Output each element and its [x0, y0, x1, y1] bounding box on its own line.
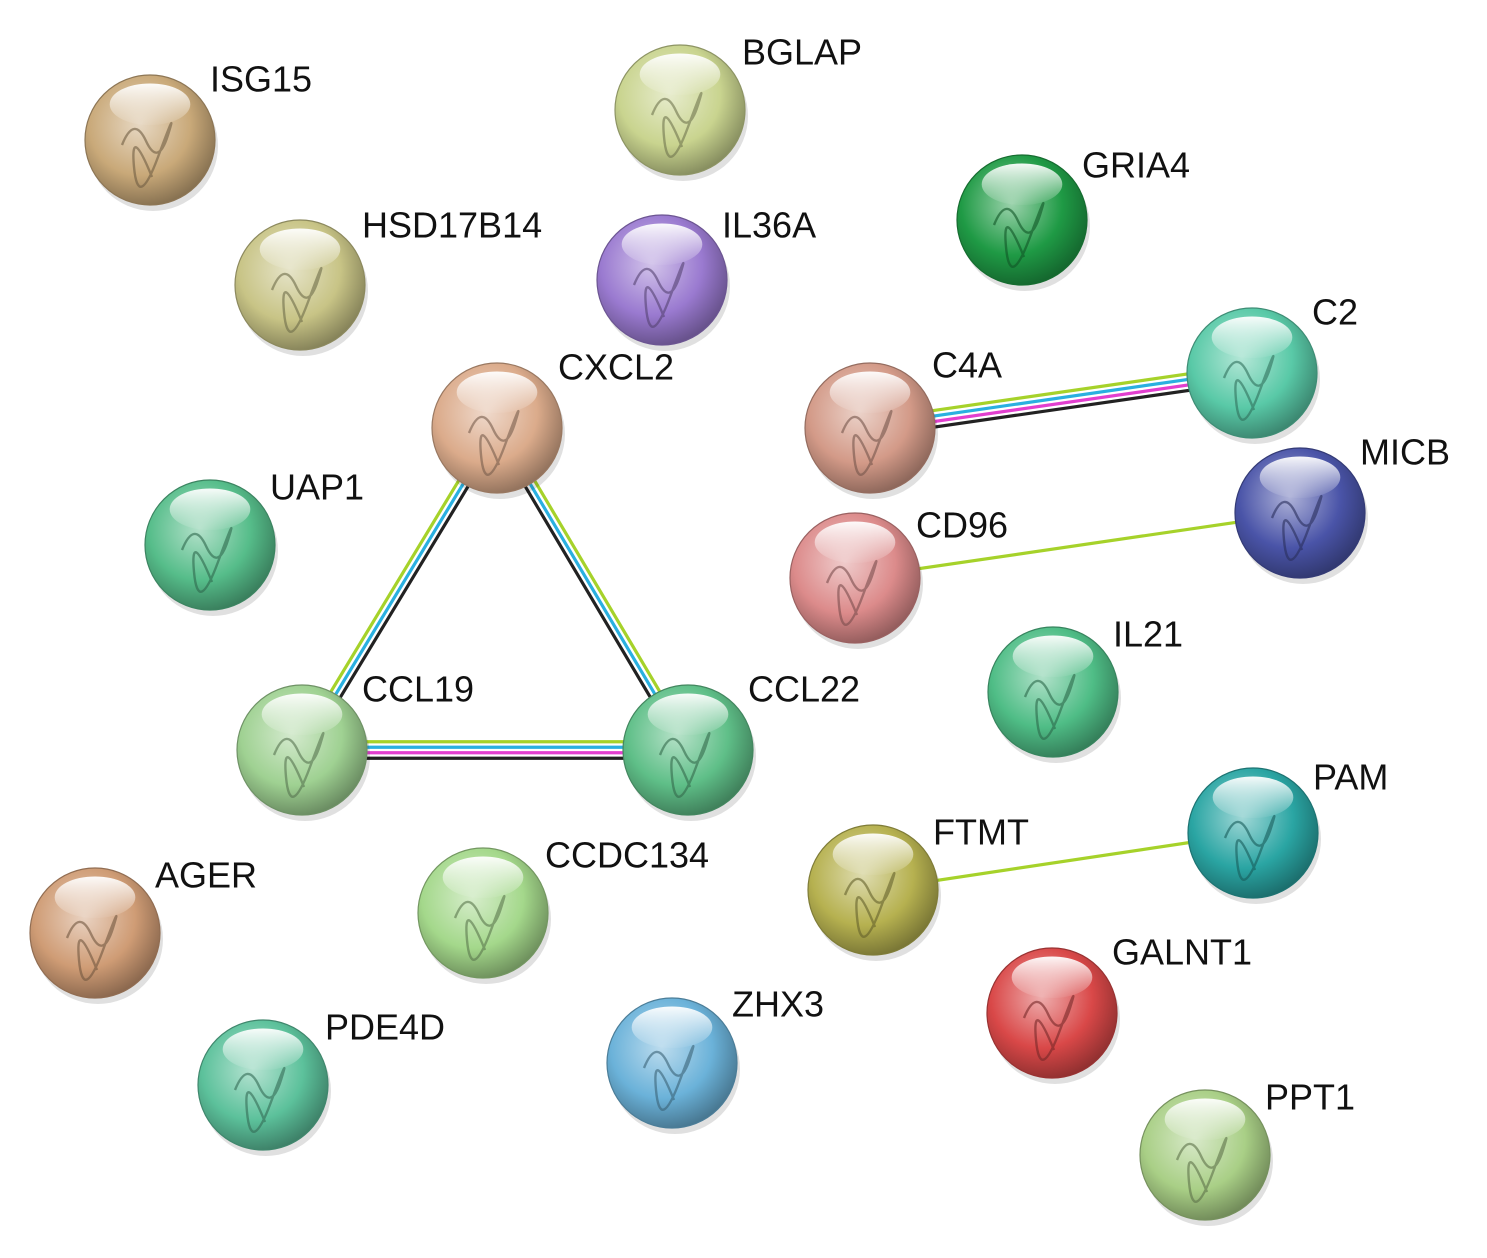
node-pam[interactable] — [1187, 767, 1321, 904]
node-ccl22[interactable] — [622, 684, 756, 821]
node-highlight — [814, 521, 896, 564]
node-highlight — [1012, 635, 1094, 678]
node-hsd17b14[interactable] — [234, 219, 368, 356]
protein-structure-icon — [840, 410, 893, 476]
node-highlight — [621, 223, 703, 266]
node-label-bglap: BGLAP — [742, 32, 862, 73]
protein-structure-icon — [650, 92, 703, 158]
protein-structure-icon — [1222, 355, 1275, 421]
node-highlight — [1011, 956, 1093, 999]
node-zhx3[interactable] — [606, 997, 740, 1134]
protein-structure-icon — [453, 895, 506, 961]
nodes-layer — [29, 44, 1368, 1226]
node-ppt1[interactable] — [1139, 1089, 1273, 1226]
node-cxcl2[interactable] — [431, 362, 565, 499]
node-highlight — [832, 833, 914, 876]
node-label-c4a: C4A — [932, 345, 1002, 386]
protein-structure-icon — [65, 915, 118, 981]
node-highlight — [1164, 1098, 1246, 1141]
node-label-ccdc134: CCDC134 — [545, 835, 709, 876]
protein-structure-icon — [1022, 995, 1075, 1061]
node-highlight — [261, 693, 343, 736]
node-label-il36a: IL36A — [722, 205, 816, 246]
protein-structure-icon — [1270, 495, 1323, 561]
protein-structure-icon — [270, 267, 323, 333]
protein-structure-icon — [642, 1045, 695, 1111]
node-highlight — [1212, 776, 1294, 819]
node-il21[interactable] — [987, 626, 1121, 763]
protein-structure-icon — [825, 560, 878, 626]
node-highlight — [222, 1028, 304, 1071]
node-pde4d[interactable] — [197, 1019, 331, 1156]
node-ccl19[interactable] — [236, 684, 370, 821]
node-highlight — [1259, 456, 1341, 499]
node-il36a[interactable] — [596, 214, 730, 351]
edge-strand — [853, 511, 1302, 580]
node-label-il21: IL21 — [1113, 614, 1183, 655]
node-label-isg15: ISG15 — [210, 59, 312, 100]
protein-structure-icon — [1023, 674, 1076, 740]
protein-structure-icon — [992, 202, 1045, 268]
node-highlight — [109, 83, 191, 126]
protein-structure-icon — [1223, 815, 1276, 881]
node-micb[interactable] — [1234, 447, 1368, 584]
node-label-zhx3: ZHX3 — [732, 984, 824, 1025]
node-highlight — [259, 228, 341, 271]
protein-structure-icon — [1175, 1137, 1228, 1203]
node-label-cd96: CD96 — [916, 505, 1008, 546]
node-isg15[interactable] — [84, 74, 218, 211]
node-label-ager: AGER — [155, 855, 257, 896]
node-c2[interactable] — [1186, 307, 1320, 444]
node-highlight — [631, 1006, 713, 1049]
node-highlight — [829, 371, 911, 414]
protein-structure-icon — [658, 732, 711, 798]
node-highlight — [1211, 316, 1293, 359]
protein-structure-icon — [233, 1067, 286, 1133]
protein-structure-icon — [272, 732, 325, 798]
node-highlight — [54, 876, 136, 919]
node-ftmt[interactable] — [807, 824, 941, 961]
node-label-c2: C2 — [1312, 292, 1358, 333]
node-ager[interactable] — [29, 867, 163, 1004]
node-label-cxcl2: CXCL2 — [558, 347, 674, 388]
node-ccdc134[interactable] — [417, 847, 551, 984]
node-highlight — [639, 53, 721, 96]
protein-structure-icon — [120, 122, 173, 188]
node-label-pde4d: PDE4D — [325, 1007, 445, 1048]
node-label-ppt1: PPT1 — [1265, 1077, 1355, 1118]
node-label-gria4: GRIA4 — [1082, 145, 1190, 186]
protein-structure-icon — [632, 262, 685, 328]
node-galnt1[interactable] — [986, 947, 1120, 1084]
node-gria4[interactable] — [956, 154, 1090, 291]
node-label-hsd17b14: HSD17B14 — [362, 205, 542, 246]
node-highlight — [169, 488, 251, 531]
node-uap1[interactable] — [144, 479, 278, 616]
protein-structure-icon — [843, 872, 896, 938]
node-label-micb: MICB — [1360, 432, 1450, 473]
protein-structure-icon — [180, 527, 233, 593]
node-label-galnt1: GALNT1 — [1112, 932, 1252, 973]
node-highlight — [647, 693, 729, 736]
node-bglap[interactable] — [614, 44, 748, 181]
protein-structure-icon — [467, 410, 520, 476]
edge-cd96-micb — [853, 511, 1302, 580]
node-c4a[interactable] — [804, 362, 938, 499]
node-highlight — [981, 163, 1063, 206]
node-label-uap1: UAP1 — [270, 467, 364, 508]
node-label-ftmt: FTMT — [933, 812, 1029, 853]
node-highlight — [456, 371, 538, 414]
node-label-ccl19: CCL19 — [362, 669, 474, 710]
node-cd96[interactable] — [789, 512, 923, 649]
node-highlight — [442, 856, 524, 899]
node-label-pam: PAM — [1313, 757, 1388, 798]
node-label-ccl22: CCL22 — [748, 669, 860, 710]
